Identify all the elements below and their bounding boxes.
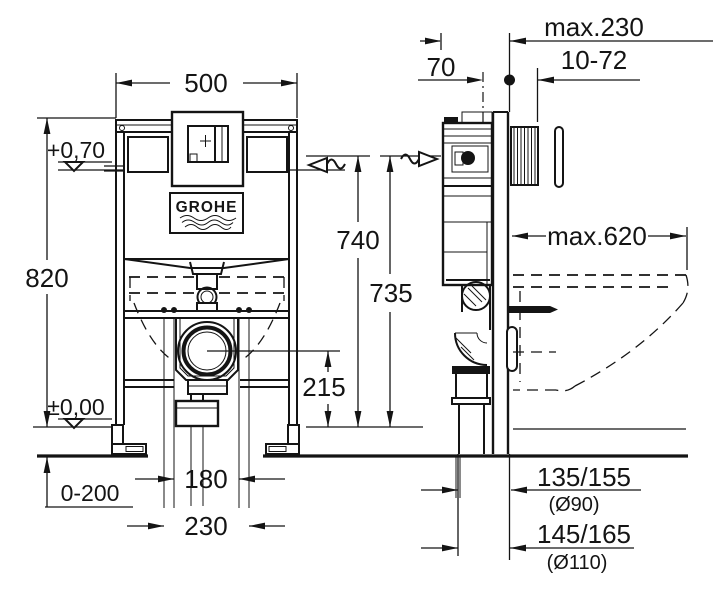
dim-drain-offset-90: 135/155: [537, 462, 631, 492]
brand-logo: GROHE: [169, 192, 244, 234]
flush-plate-side: [554, 126, 564, 188]
reference-dot: [504, 74, 515, 86]
adjustable-feet: [111, 424, 300, 455]
dim-height-740: 740: [336, 225, 379, 255]
brand-logo-text: GROHE: [176, 199, 238, 216]
dim-drain-offset-110: 145/165: [537, 519, 631, 549]
wc-outline-dashed-side: [513, 274, 689, 392]
wc-socket: [506, 326, 518, 372]
dim-floor-range: 0-200: [61, 480, 120, 506]
dim-level-upper: +0,70: [47, 137, 105, 163]
dim-drain-dia-110: (Ø110): [547, 552, 608, 574]
water-inlet-right-icon: [400, 150, 440, 168]
dim-fixing-outer-spacing: 230: [184, 511, 227, 541]
dim-height-735: 735: [369, 278, 412, 308]
dim-inlet-offset: 70: [427, 52, 456, 82]
dimensions: 500 820 +0,70 ±0,00 0-200 180 230 215 74…: [25, 12, 713, 574]
dim-max-projection: max.620: [547, 221, 647, 251]
finished-wall-block: [510, 126, 539, 186]
flush-elbow-section: [461, 281, 491, 330]
dim-frame-height: 820: [25, 263, 68, 293]
water-inlet-icons: [306, 150, 440, 174]
water-inlet-left-icon: [306, 156, 346, 174]
logo-wave-icon: [179, 215, 237, 221]
inlet-valve-dot: [461, 151, 475, 165]
side-view: [441, 111, 689, 498]
dim-frame-width: 500: [184, 68, 227, 98]
dim-level-zero: ±0,00: [47, 394, 104, 420]
level-mark-icon: [62, 418, 86, 430]
dim-drain-dia-90: (Ø90): [548, 494, 599, 516]
floor-lines: [37, 428, 688, 458]
dim-drain-height: 215: [302, 372, 345, 402]
drain-outlet: [174, 318, 340, 506]
drain-bend-section: [451, 332, 491, 498]
dim-fixing-spacing: 180: [184, 464, 227, 494]
flush-plate-housing: [170, 110, 245, 188]
mounting-stud: [508, 306, 558, 313]
cistern-side-profile: [441, 111, 494, 287]
dim-max-depth: max.230: [544, 12, 644, 42]
level-mark-icon: [62, 161, 86, 173]
wall-profile: [491, 111, 510, 454]
dim-wall-range: 10-72: [561, 45, 628, 75]
front-view: GROHE: [104, 110, 340, 508]
